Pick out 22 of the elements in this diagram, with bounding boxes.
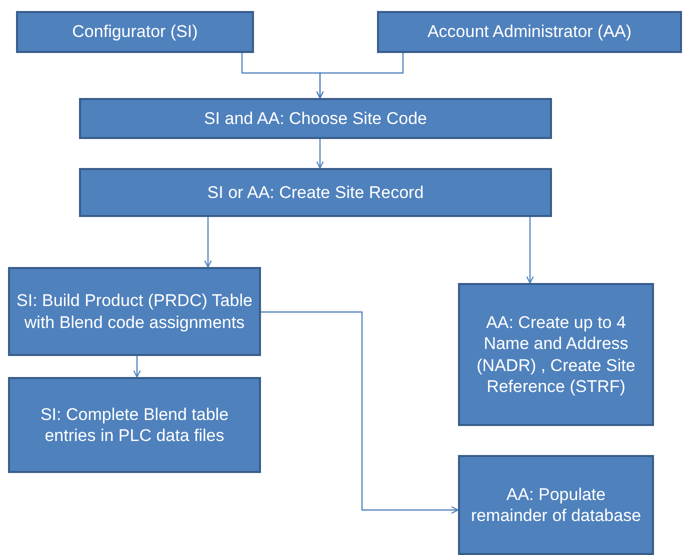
process-box [8, 267, 261, 356]
box-text: SI: Build Product (PRDC) Table with Blend code assignments [16, 290, 253, 333]
box-text: AA: Create up to 4 Name and Address (NADR) , Create Site Reference (STRF) [476, 312, 636, 397]
box-text: SI or AA: Create Site Record [207, 182, 424, 204]
connector-arrow [316, 139, 324, 169]
box-text: Account Administrator (AA) [427, 21, 632, 43]
connector-arrow [133, 356, 141, 378]
process-box [458, 283, 654, 426]
box-text: SI: Complete Blend table entries in PLC data files [39, 404, 230, 446]
process-box [377, 11, 682, 53]
process-box [79, 98, 552, 139]
process-box [16, 11, 254, 53]
connector-arrow [316, 53, 404, 99]
process-box [458, 455, 654, 555]
connector-arrow [526, 217, 534, 284]
connector-arrow [261, 311, 459, 514]
box-text: SI and AA: Choose Site Code [204, 108, 428, 130]
process-box [79, 168, 552, 217]
connector-arrow [204, 217, 212, 268]
box-text: AA: Populate remainder of database [470, 484, 642, 526]
process-box [8, 377, 261, 473]
box-text: Configurator (SI) [72, 21, 198, 43]
